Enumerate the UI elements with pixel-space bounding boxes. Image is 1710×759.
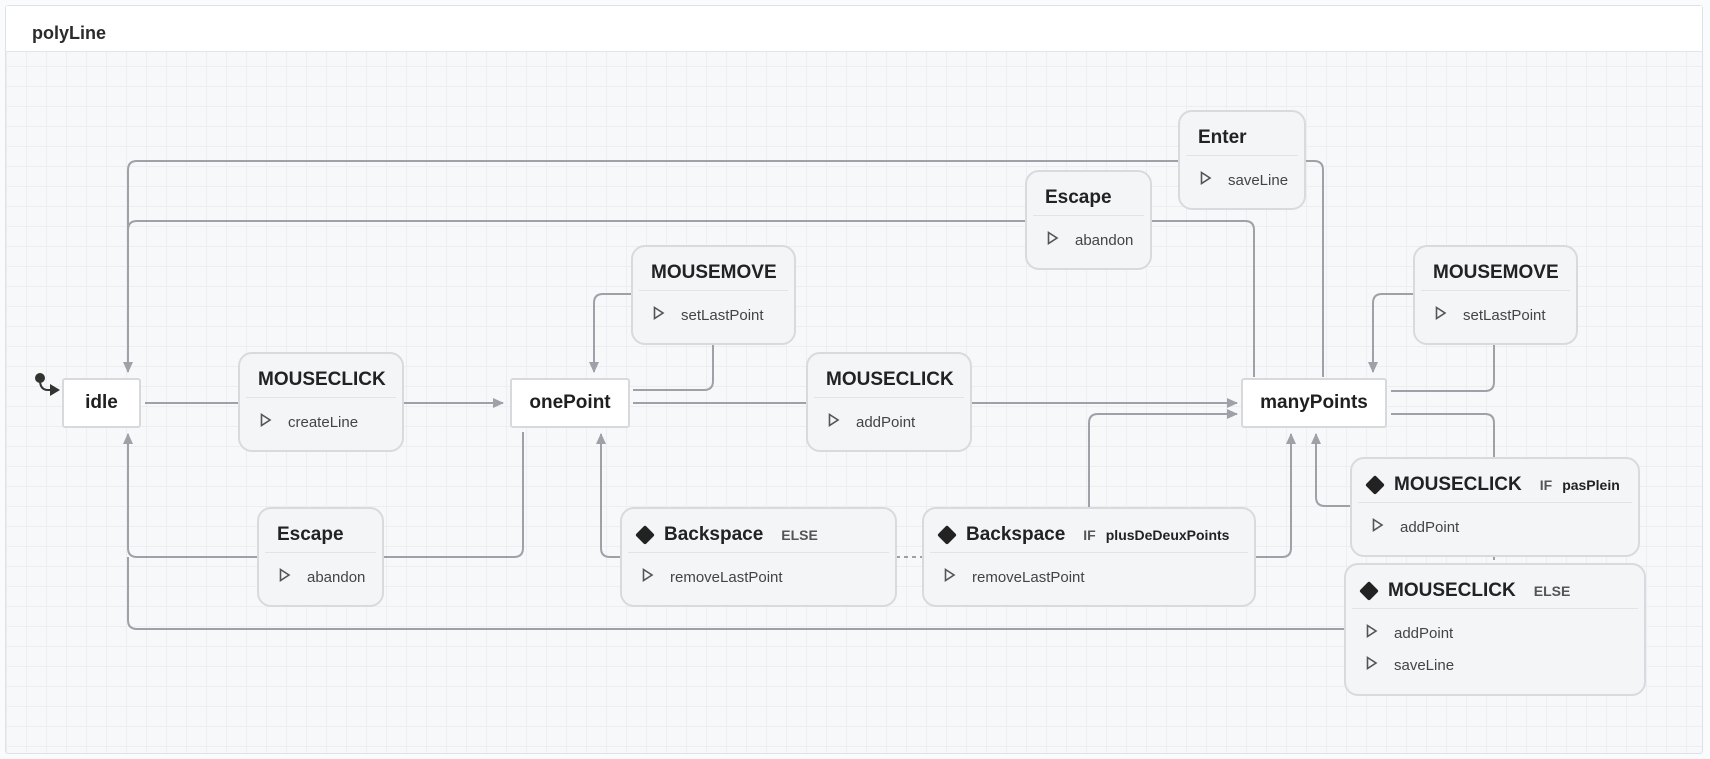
event-label: MOUSEMOVE [651,262,777,283]
guard-name: plusDeDeuxPoints [1105,527,1230,543]
action-item: abandon [279,567,365,587]
play-action-icon [279,568,291,586]
guard-keyword: ELSE [781,527,818,543]
play-action-icon [1366,656,1378,674]
machine-title: polyLine [32,23,107,43]
action-item: createLine [260,412,358,432]
transition-mouseclick-if-pasPlein[interactable]: MOUSECLICK IF pasPlein addPoint [1350,457,1640,557]
transition-mouseclick-createLine[interactable]: MOUSECLICK createLine [238,352,404,452]
state-idle[interactable]: idle [62,378,141,428]
event-label: MOUSECLICK [1388,580,1516,601]
event-label: MOUSECLICK [826,369,954,390]
transition-escape-manyPoints[interactable]: Escape abandon [1025,170,1152,270]
play-action-icon [1047,231,1059,249]
action-item: addPoint [1366,623,1453,643]
transition-mouseclick-addPoint[interactable]: MOUSECLICK addPoint [806,352,972,452]
guard-keyword: IF [1539,477,1553,493]
guard-keyword: ELSE [1533,583,1571,599]
guard-diamond-icon [937,525,957,545]
action-item: addPoint [828,412,915,432]
transition-backspace-if[interactable]: Backspace IF plusDeDeuxPoints removeLast… [922,507,1256,607]
event-label: Enter [1198,127,1247,148]
action-item: removeLastPoint [642,567,783,587]
guard-diamond-icon [1365,475,1385,495]
play-action-icon [653,306,665,324]
guard-diamond-icon [1359,581,1379,601]
play-action-icon [1435,306,1447,324]
action-item: setLastPoint [653,305,764,325]
event-label: Backspace [966,524,1066,545]
play-action-icon [260,413,272,431]
action-item: saveLine [1366,655,1454,675]
transition-escape-onePoint[interactable]: Escape abandon [257,507,384,607]
transition-mouseclick-else[interactable]: MOUSECLICK ELSE addPoint saveLine [1344,563,1646,696]
event-label: Escape [1045,187,1112,208]
transition-backspace-else[interactable]: Backspace ELSE removeLastPoint [620,507,897,607]
state-onePoint[interactable]: onePoint [510,378,630,428]
guard-diamond-icon [635,525,655,545]
transition-mousemove-onePoint[interactable]: MOUSEMOVE setLastPoint [631,245,796,345]
state-label: idle [85,392,118,413]
state-label: manyPoints [1260,392,1368,413]
action-item: addPoint [1372,517,1459,537]
state-label: onePoint [529,392,611,413]
event-label: Backspace [664,524,764,545]
guard-keyword: IF [1083,527,1096,543]
machine-header: polyLine [6,6,1702,52]
transition-enter-manyPoints[interactable]: Enter saveLine [1178,110,1306,210]
play-action-icon [1366,624,1378,642]
play-action-icon [642,568,654,586]
play-action-icon [1372,518,1384,536]
action-item: abandon [1047,230,1133,250]
action-item: removeLastPoint [944,567,1085,587]
guard-name: pasPlein [1562,477,1620,493]
transition-mousemove-manyPoints[interactable]: MOUSEMOVE setLastPoint [1413,245,1578,345]
event-label: MOUSECLICK [258,369,386,390]
initial-state-arrow-icon [35,373,60,396]
play-action-icon [944,568,956,586]
play-action-icon [828,413,840,431]
event-label: MOUSEMOVE [1433,262,1559,283]
event-label: MOUSECLICK [1394,474,1522,495]
action-item: saveLine [1200,170,1288,190]
play-action-icon [1200,171,1212,189]
state-manyPoints[interactable]: manyPoints [1241,378,1387,428]
action-item: setLastPoint [1435,305,1546,325]
event-label: Escape [277,524,344,545]
